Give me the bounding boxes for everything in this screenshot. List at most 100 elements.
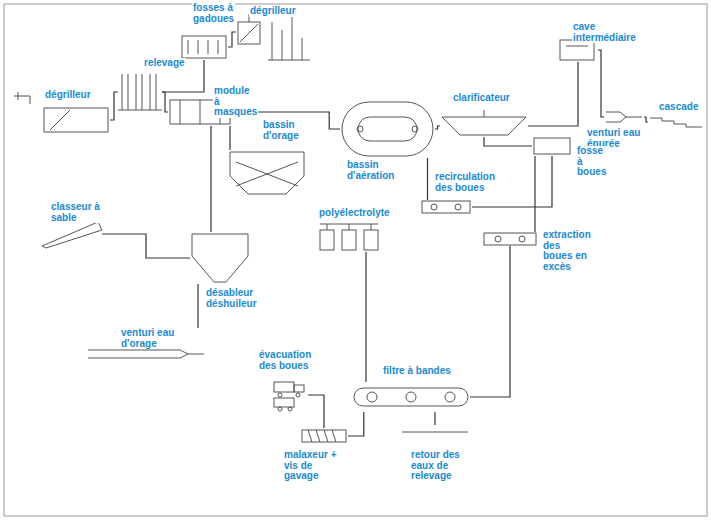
frame <box>4 4 707 516</box>
aeration-ring-inner <box>358 117 417 141</box>
pipe-connector <box>162 92 168 112</box>
equipment-node: polyélectrolyte <box>318 222 380 252</box>
equipment-label: retour des eaux de relevage <box>410 450 470 482</box>
venturi-sketch <box>88 350 204 358</box>
equipment-label: évacuation des boues <box>258 350 312 371</box>
equipment-node: dégrilleur <box>236 18 262 46</box>
storm-tank-sketch <box>230 152 304 194</box>
equipment-node: bassin d'aération <box>340 100 435 158</box>
roller <box>445 392 455 402</box>
aerator <box>412 126 418 132</box>
wheel <box>278 393 282 397</box>
aerator <box>357 126 363 132</box>
equipment-label: bassin d'aération <box>346 160 398 181</box>
equipment-label: extraction des boues en excès <box>542 230 592 272</box>
clarifier-sketch <box>442 117 526 135</box>
screen-detail <box>240 14 258 42</box>
pipe-connector <box>644 117 648 122</box>
pump-sketch <box>484 233 536 245</box>
equipment-node: cave intermédiaire <box>558 38 598 62</box>
wheel <box>296 393 300 397</box>
equipment-label: filtre à bandes <box>382 366 452 377</box>
tower-sketch <box>268 16 310 60</box>
equipment-node: extraction des boues en excès <box>482 232 538 246</box>
lift-pipes <box>118 74 162 110</box>
equipment-label: polyélectrolyte <box>318 208 391 219</box>
truck-sketch <box>274 382 294 392</box>
equipment-label: cascade <box>658 102 699 113</box>
equipment-label: venturi eau d'orage <box>120 328 206 349</box>
equipment-node: bassin d'orage <box>228 150 306 196</box>
roller <box>367 392 377 402</box>
pipe-connector <box>229 126 230 150</box>
chamber-sketch <box>560 40 594 60</box>
equipment-node: retour des eaux de relevage <box>400 425 470 439</box>
equipment-label: désableur déshuileur <box>205 288 258 309</box>
clarifier-detail <box>484 110 485 117</box>
equipment-node: fosse à boues <box>532 136 572 156</box>
belt-filter-sketch <box>354 388 468 406</box>
aeration-ring <box>342 102 433 156</box>
pipe-connector <box>534 156 535 232</box>
venturi-sketch <box>606 112 642 122</box>
pump <box>519 236 525 242</box>
pit-sketch <box>182 36 226 58</box>
equipment-label: relevage <box>143 58 186 69</box>
equipment-label: dégrilleur <box>249 6 297 17</box>
equipment-node: fosses à gadoues <box>180 34 228 60</box>
equipment-node: évacuation des boues <box>272 380 308 410</box>
equipment-label: fosse à boues <box>576 146 607 178</box>
truck-cab <box>294 385 304 392</box>
dosing-pipes <box>320 224 378 230</box>
pipe-connector <box>348 412 364 436</box>
equipment-label: module à masques <box>213 86 258 118</box>
screw-detail <box>308 430 336 442</box>
equipment-node: filtre à bandes <box>352 382 470 412</box>
mixer-sketch <box>302 430 346 442</box>
equipment-node: module à masques <box>168 98 232 126</box>
sand-classifier-sketch <box>42 222 102 248</box>
pipe-connector <box>102 234 190 258</box>
pump <box>495 236 501 242</box>
truck-sketch <box>274 398 294 407</box>
dosing-tank <box>364 230 378 250</box>
equipment-label: recirculation des boues <box>434 172 496 193</box>
pipe-connector <box>528 62 578 126</box>
equipment-label: cave intermédiaire <box>572 22 637 43</box>
equipment-node: dégrilleur <box>42 105 110 135</box>
equipment-node: cascade <box>648 116 704 128</box>
pipe-connector <box>110 92 118 120</box>
pipe-connector <box>598 50 604 117</box>
equipment-node: venturi eau d'orage <box>86 346 206 362</box>
equipment-label: dégrilleur <box>44 90 92 101</box>
pump <box>455 204 461 210</box>
pipe-connector <box>435 126 440 129</box>
equipment-label: fosses à gadoues <box>192 3 235 24</box>
pipe-connector <box>427 158 428 200</box>
equipment-node: venturi eau épurée <box>604 110 644 124</box>
storm-tank-detail <box>236 162 298 186</box>
pipe-connector <box>484 137 532 146</box>
equipment-node: recirculation des boues <box>420 200 472 214</box>
cascade-sketch <box>650 118 702 127</box>
equipment-node: désableur déshuileur <box>190 232 250 284</box>
equipment-label: malaxeur + vis de gavage <box>283 450 348 482</box>
wheel <box>288 407 292 411</box>
equipment-node: clarificateur <box>440 115 528 137</box>
dosing-tank <box>320 230 334 250</box>
pipe-connector <box>308 395 324 428</box>
equipment-label: classeur à sable <box>50 202 102 223</box>
pipe-connector <box>365 252 366 382</box>
sludge-pit-sketch <box>534 138 570 154</box>
pit-detail <box>188 40 218 54</box>
equipment-node: relevage <box>118 72 162 112</box>
return-pipe <box>402 432 468 433</box>
grit-chamber-sketch <box>192 234 248 282</box>
wheel <box>278 407 282 411</box>
pipe-connector <box>228 32 236 47</box>
screen-sketch <box>44 108 108 132</box>
dosing-tank <box>342 230 356 250</box>
equipment-label: clarificateur <box>452 93 511 104</box>
